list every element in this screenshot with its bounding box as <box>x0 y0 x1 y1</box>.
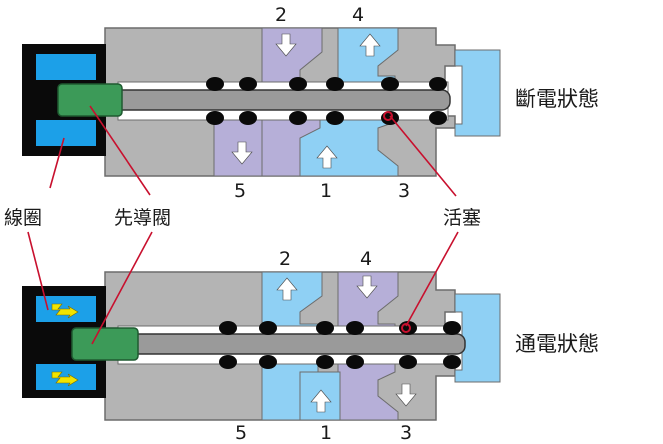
coil-callout-label: 線圈 <box>4 207 43 229</box>
top-state-label: 斷電狀態 <box>515 87 599 111</box>
bottom-port-1-label: 1 <box>320 422 333 444</box>
top-arrow-port2-down-icon <box>275 33 297 57</box>
top-port-3-label: 3 <box>398 180 411 202</box>
leader-lines <box>27 105 459 345</box>
bottom-arrow-port3-down-icon <box>395 383 417 407</box>
leader-piston-top <box>389 115 457 197</box>
leader-piston-bottom <box>405 231 459 327</box>
bottom-pilot-valve <box>71 327 139 361</box>
bottom-port-3-label: 3 <box>400 422 413 444</box>
bottom-arrow-port1-up-icon <box>310 389 332 413</box>
bottom-port-2-label: 2 <box>279 248 292 270</box>
top-arrow-port5-down-icon <box>231 141 253 165</box>
bottom-arrow-port2-up-icon <box>276 277 298 301</box>
top-seals <box>206 77 447 125</box>
top-arrow-port4-up-icon <box>359 33 381 57</box>
leader-pilot-bottom <box>91 231 153 345</box>
bottom-seals <box>219 321 461 369</box>
top-arrow-port1-up-icon <box>316 145 338 169</box>
top-port-2-label: 2 <box>275 4 288 26</box>
bottom-port-4-label: 4 <box>360 248 373 270</box>
bottom-end-cap <box>454 293 501 383</box>
bottom-state-label: 通電狀態 <box>515 332 599 356</box>
pilot-callout-label: 先導閥 <box>114 207 172 229</box>
leader-pilot-top <box>89 105 151 196</box>
bottom-port-5-label: 5 <box>235 422 248 444</box>
top-pilot-valve <box>57 83 123 117</box>
top-port-1-label: 1 <box>320 180 333 202</box>
piston-callout-label: 活塞 <box>443 207 482 229</box>
top-piston-rod <box>89 89 451 111</box>
bottom-lightning-lower-icon <box>51 371 79 387</box>
top-coil-winding-upper <box>36 54 96 80</box>
bottom-lightning-upper-icon <box>51 303 79 319</box>
top-end-cap <box>454 49 501 137</box>
top-valve <box>22 27 501 177</box>
bottom-piston-marker <box>401 323 411 333</box>
top-port-5-label: 5 <box>234 180 247 202</box>
bottom-valve <box>22 271 501 421</box>
top-coil-winding-lower <box>36 120 96 146</box>
top-piston-marker <box>383 111 393 121</box>
leader-coil-bottom <box>27 231 49 311</box>
top-flow-arrows <box>231 33 381 169</box>
bottom-arrow-port4-down-icon <box>356 275 378 299</box>
bottom-flow-arrows <box>276 275 417 413</box>
top-port-4-label: 4 <box>352 4 365 26</box>
bottom-piston-rod <box>119 333 466 355</box>
leader-coil-top <box>49 137 65 189</box>
